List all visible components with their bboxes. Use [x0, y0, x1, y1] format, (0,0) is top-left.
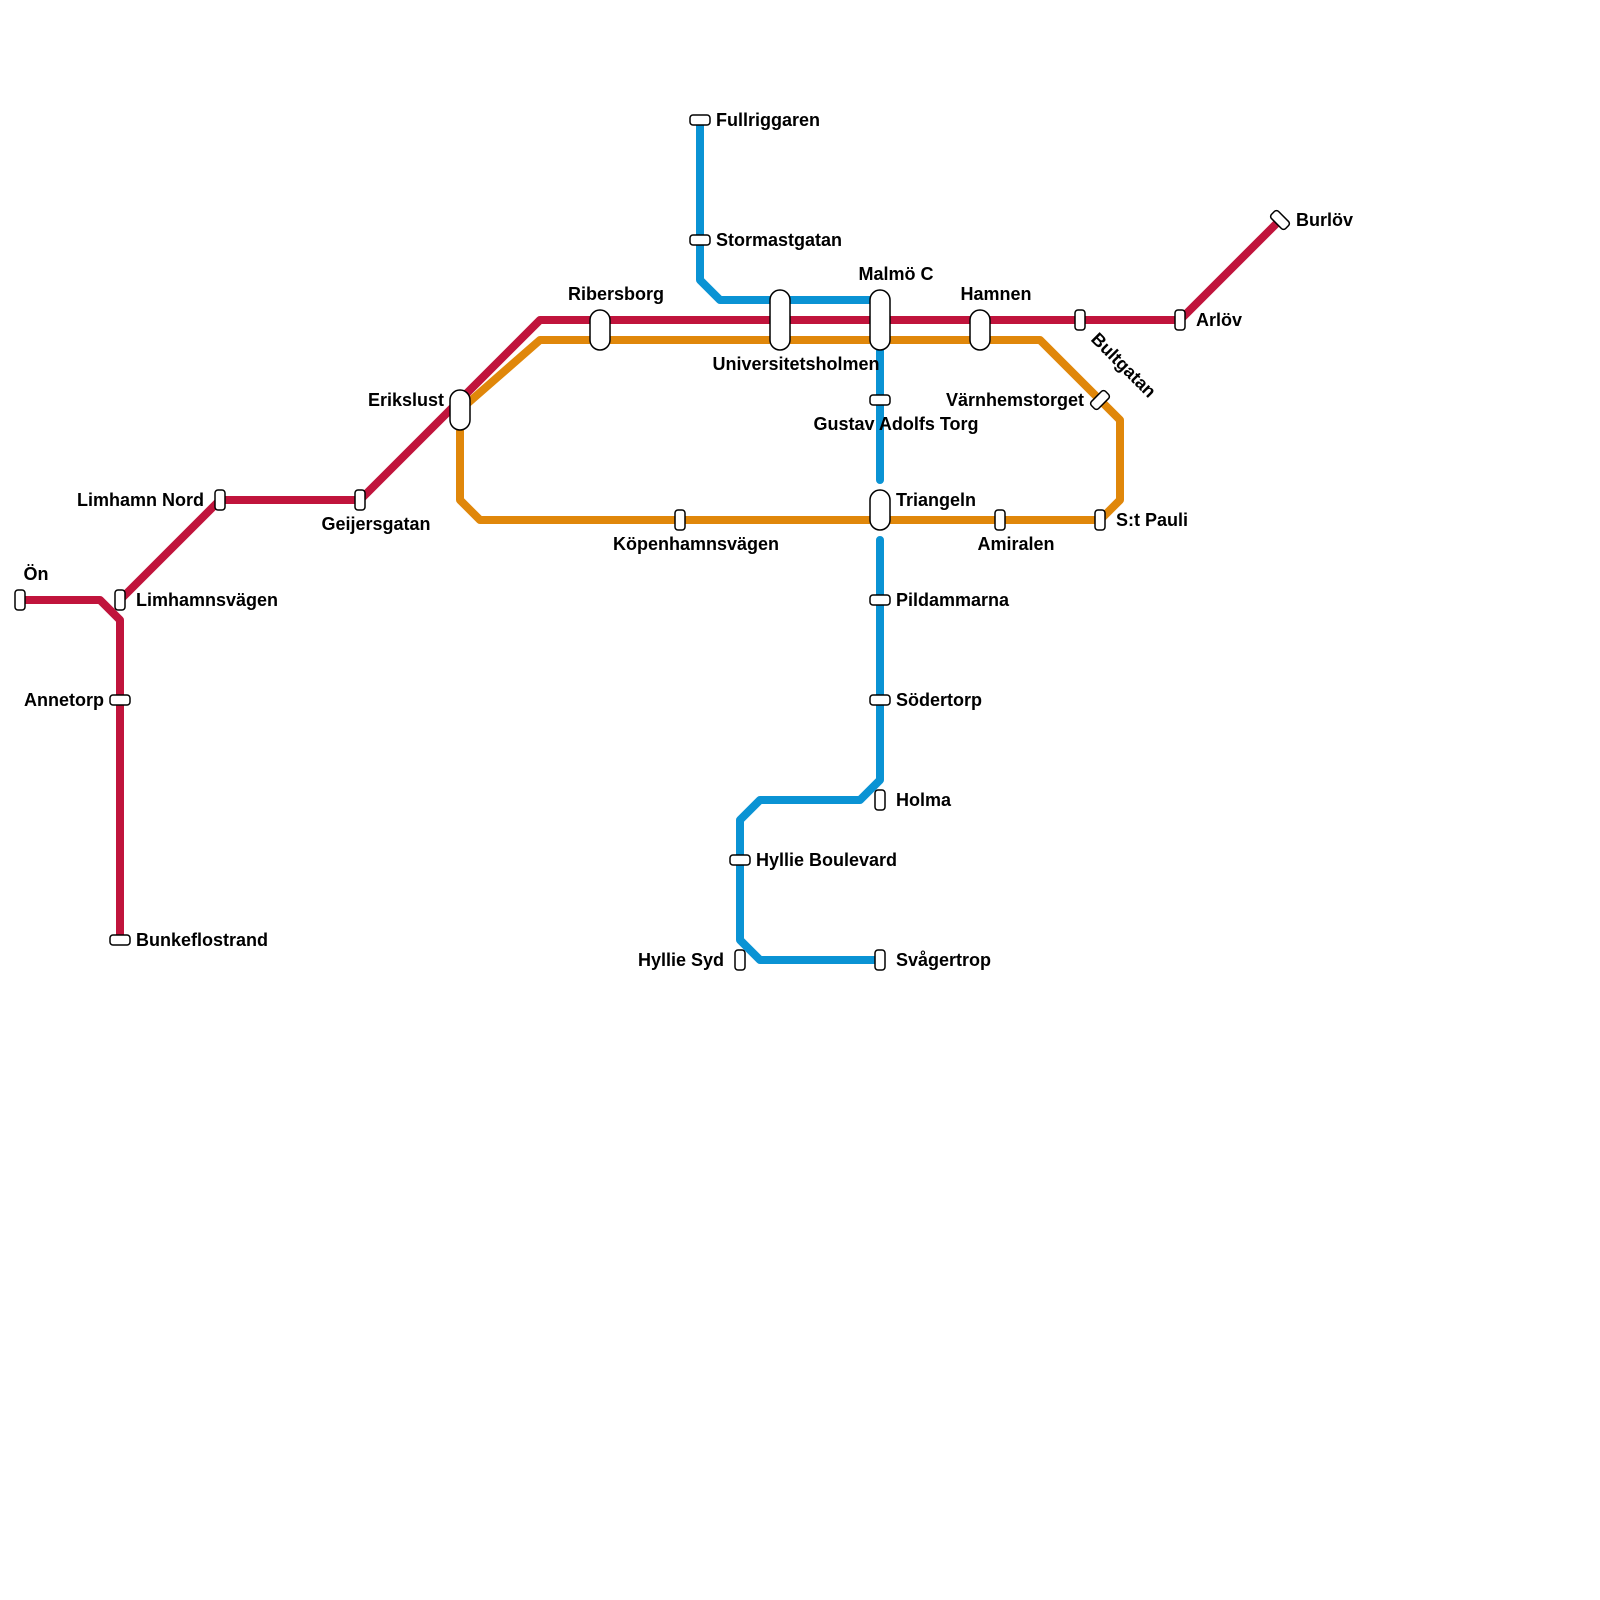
label-varnhemstorget: Värnhemstorget	[946, 390, 1084, 410]
label-limhamn-nord: Limhamn Nord	[77, 490, 204, 510]
station-gustav-adolfs-torg[interactable]	[869, 394, 891, 406]
label-bunkeflostrand: Bunkeflostrand	[136, 930, 268, 950]
station-universitetsholmen[interactable]	[769, 289, 791, 351]
label-hamnen: Hamnen	[960, 284, 1031, 304]
blue-line-south[interactable]	[736, 536, 884, 964]
label-hyllie-boulevard: Hyllie Boulevard	[756, 850, 897, 870]
station-holma[interactable]	[874, 789, 886, 811]
label-pildammarna: Pildammarna	[896, 590, 1010, 610]
label-gustav-adolfs-torg: Gustav Adolfs Torg	[813, 414, 978, 434]
label-stormastgatan: Stormastgatan	[716, 230, 842, 250]
station-fullriggaren[interactable]	[689, 114, 711, 126]
station-bultgatan[interactable]	[1074, 309, 1086, 331]
station-svagertrop[interactable]	[874, 949, 886, 971]
station-arlov[interactable]	[1174, 309, 1186, 331]
station-triangeln[interactable]	[869, 489, 891, 531]
label-arlov: Arlöv	[1196, 310, 1242, 330]
blue-line[interactable]	[696, 116, 884, 484]
station-on[interactable]	[14, 589, 26, 611]
label-triangeln: Triangeln	[896, 490, 976, 510]
label-limhamnsvagen: Limhamnsvägen	[136, 590, 278, 610]
station-s-t-pauli[interactable]	[1094, 509, 1106, 531]
station-kopenhamnsvagen[interactable]	[674, 509, 686, 531]
label-s-t-pauli: S:t Pauli	[1116, 510, 1188, 530]
station-ribersborg[interactable]	[589, 309, 611, 351]
station-hyllie-boulevard[interactable]	[729, 854, 751, 866]
station-erikslust[interactable]	[449, 389, 471, 431]
station-annetorp[interactable]	[109, 694, 131, 706]
label-amiralen: Amiralen	[977, 534, 1054, 554]
label-fullriggaren: Fullriggaren	[716, 110, 820, 130]
station-malmo-c[interactable]	[869, 289, 891, 351]
red-line-branch-on[interactable]	[16, 596, 124, 944]
label-burlov: Burlöv	[1296, 210, 1353, 230]
label-hyllie-syd: Hyllie Syd	[638, 950, 724, 970]
label-malmo-c: Malmö C	[858, 264, 933, 284]
station-hyllie-syd[interactable]	[734, 949, 746, 971]
label-svagertrop: Svågertrop	[896, 950, 991, 970]
label-geijersgatan: Geijersgatan	[321, 514, 430, 534]
label-universitetsholmen: Universitetsholmen	[712, 354, 879, 374]
label-sodertorp: Södertorp	[896, 690, 982, 710]
station-hamnen[interactable]	[969, 309, 991, 351]
station-bunkeflostrand[interactable]	[109, 934, 131, 946]
station-stormastgatan[interactable]	[689, 234, 711, 246]
label-on: Ön	[24, 564, 49, 584]
station-pildammarna[interactable]	[869, 594, 891, 606]
label-holma: Holma	[896, 790, 952, 810]
orange-line[interactable]	[456, 336, 1124, 524]
station-burlov[interactable]	[1269, 209, 1291, 231]
station-limhamnsvagen[interactable]	[114, 589, 126, 611]
label-bultgatan: Bultgatan	[1087, 329, 1160, 402]
label-ribersborg: Ribersborg	[568, 284, 664, 304]
station-varnhemstorget[interactable]	[1089, 389, 1111, 411]
label-annetorp: Annetorp	[24, 690, 104, 710]
station-geijersgatan[interactable]	[354, 489, 366, 511]
station-sodertorp[interactable]	[869, 694, 891, 706]
station-limhamn-nord[interactable]	[214, 489, 226, 511]
station-amiralen[interactable]	[994, 509, 1006, 531]
label-erikslust: Erikslust	[368, 390, 444, 410]
label-kopenhamnsvagen: Köpenhamnsvägen	[613, 534, 779, 554]
